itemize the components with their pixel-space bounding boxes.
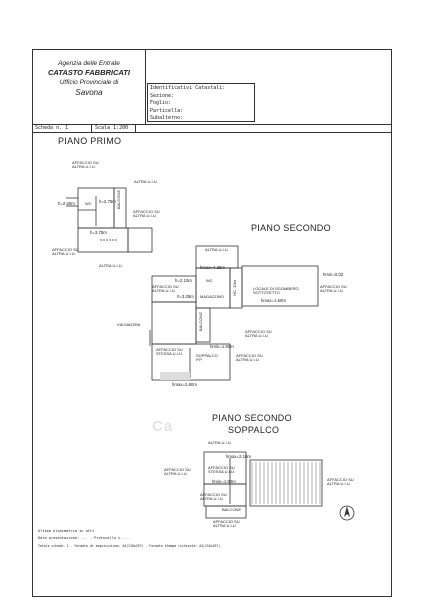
document-header: Agenzia delle Entrate CATASTO FABBRICATI… <box>33 50 391 125</box>
agency-block: Agenzia delle Entrate CATASTO FABBRICATI… <box>33 50 146 124</box>
height-label: h=2.75m <box>99 199 116 204</box>
ident-line: Sezione: <box>150 92 175 99</box>
catasto-title: CATASTO FABBRICATI <box>48 68 130 77</box>
room-balcone: BALCONE <box>222 507 242 512</box>
height-label: h=3.25m <box>177 294 194 299</box>
height-label: hmax=4.25m <box>200 265 225 270</box>
height-label: h=2.60m <box>58 201 75 206</box>
room-wc: WC <box>85 201 92 206</box>
piano-secondo-soppalco-subtitle: SOPPALCO <box>228 425 280 435</box>
office-label: Ufficio Provinciale di <box>59 79 119 86</box>
height-label: h=2.10m <box>175 278 192 283</box>
room-wc: WC <box>206 278 213 283</box>
scheda-row: Scheda n. 1 Scala 1:200 <box>33 124 391 133</box>
footer-submission: Data presentazione: ... - Protocollo n. … <box>38 536 132 540</box>
room-magazzino: MAGAZZINO <box>200 294 224 299</box>
height-label: hmax=2.10m <box>226 454 251 459</box>
agency-name: Agenzia delle Entrate <box>58 60 120 67</box>
room-balcone: BALCONE <box>198 312 203 332</box>
piano-primo-title: PIANO PRIMO <box>58 136 122 146</box>
piano-secondo-title: PIANO SECONDO <box>251 223 331 233</box>
piano-secondo-soppalco-title: PIANO SECONDO <box>212 413 292 423</box>
office-city: Savona <box>75 88 103 97</box>
height-label: hmin=1.90m <box>212 479 236 484</box>
height-label: hmin=1.90m <box>210 344 234 349</box>
ident-line: Subalterno: <box>150 115 184 122</box>
ident-line: Particella: <box>150 107 184 114</box>
height-label: hmax=1.60m <box>261 298 286 303</box>
cadastral-identifiers-box: Identificativi Catastali: Sezione: Fogli… <box>147 83 255 122</box>
room-balcone: BALCONE <box>116 190 121 210</box>
ident-line: Identificativi Catastali: <box>150 85 226 91</box>
footer-format: Totale schede: 1 - Formato di acquisizio… <box>38 544 221 548</box>
height-label: hmin=0.02 <box>323 272 344 277</box>
plan-label: ALTRA U.I.U. <box>99 263 123 268</box>
height-label: hmax=2.80m <box>172 382 197 387</box>
scheda-number: Scheda n. 1 <box>35 125 69 131</box>
plan-label: ALTRA U.I.U. <box>205 247 229 252</box>
height-label: HC. 10m <box>232 280 237 296</box>
plan-label: ALTRA U.I.U. <box>134 179 158 184</box>
height-label: h=3.75m <box>90 230 107 235</box>
watermark-logo: Ca <box>152 418 174 435</box>
scale-label: Scala 1:200 <box>95 125 129 131</box>
plan-label: ALTRA U.I.U. <box>208 440 232 445</box>
document-sheet: Agenzia delle Entrate CATASTO FABBRICATI… <box>32 49 392 597</box>
ident-line: Foglio: <box>150 100 172 107</box>
street-label: VIA MAZZINI <box>117 322 141 327</box>
footer-last-plan: Ultima planimetria in atti <box>38 529 95 533</box>
